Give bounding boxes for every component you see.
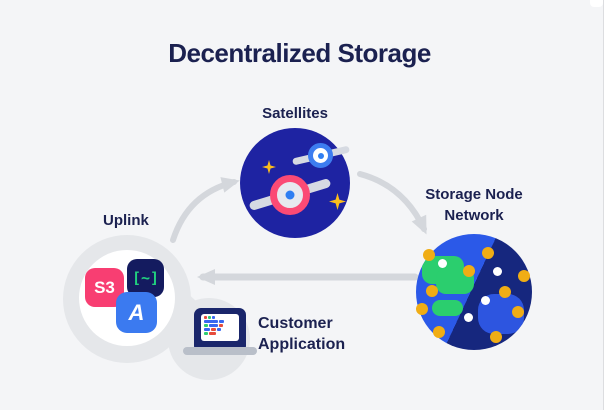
right-edge-strip [603, 0, 609, 410]
node-dot-icon [426, 285, 438, 297]
satellites-label: Satellites [262, 105, 328, 122]
laptop-icon [183, 308, 257, 356]
storage-node-network-line2: Network [444, 207, 504, 224]
satellite-large-icon [270, 175, 310, 215]
satellite-core-dot [317, 152, 324, 159]
node-dot-icon [416, 303, 428, 315]
app-badge-icon: A [116, 292, 157, 333]
globe-icon [416, 234, 532, 350]
node-dot-icon [464, 313, 473, 322]
customer-application-label: Customer Application [258, 313, 345, 355]
laptop-base [183, 347, 257, 355]
node-dot-icon [493, 267, 502, 276]
laptop-body [194, 308, 246, 348]
right-edge-notch [590, 0, 603, 7]
uplink-label: Uplink [103, 212, 149, 229]
satellites-node [240, 128, 351, 238]
node-dot-icon [482, 247, 494, 259]
page-title: Decentralized Storage [168, 38, 431, 68]
node-dot-icon [518, 270, 530, 282]
arrow-uplink-to-satellites-icon [170, 177, 240, 243]
satellite-core-dot [285, 190, 295, 200]
node-dot-icon [438, 259, 447, 268]
sparkle-icon [262, 160, 276, 174]
sparkle-icon [329, 193, 346, 210]
storage-node-network-line1: Storage Node [425, 186, 523, 203]
node-dot-icon [423, 249, 435, 261]
node-dot-icon [499, 286, 511, 298]
node-dot-icon [490, 331, 502, 343]
laptop-screen [201, 314, 239, 341]
node-dot-icon [433, 326, 445, 338]
terminal-badge-icon: [~] [127, 259, 164, 297]
customer-application-line2: Application [258, 336, 346, 353]
storage-node-network-label: Storage Node Network [399, 184, 549, 226]
node-dot-icon [481, 296, 490, 305]
node-dot-icon [463, 265, 475, 277]
customer-application-line1: Customer [258, 315, 333, 332]
continent-green [432, 300, 463, 316]
satellite-small-icon [308, 143, 333, 168]
node-dot-icon [512, 306, 524, 318]
